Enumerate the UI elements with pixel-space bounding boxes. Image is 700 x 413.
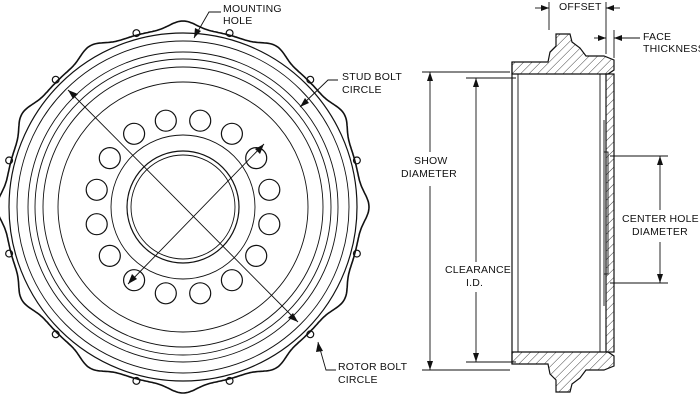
center-hole-label-2: DIAMETER	[632, 226, 688, 238]
mounting-hole-leader	[193, 11, 221, 39]
bolt-hole	[85, 178, 108, 201]
top-section-wall	[511, 33, 615, 75]
stud-bolt-leader	[299, 79, 338, 108]
arrowhead	[606, 5, 614, 11]
stud-bolt-label-2: CIRCLE	[342, 84, 382, 96]
arrowhead	[614, 35, 622, 41]
drum-side-section: OFFSET FACE THICKNESS SHOW DIAMETER CLEA…	[401, 1, 700, 393]
drum-face-plate	[605, 73, 615, 353]
stud-bolt-diameter-line	[127, 143, 265, 285]
show-diameter-label-2: DIAMETER	[401, 168, 457, 180]
center-hole-inner	[130, 154, 236, 260]
mounting-hole	[132, 29, 141, 38]
arrowhead	[657, 156, 663, 165]
arrowhead	[255, 144, 264, 154]
arrowhead	[473, 78, 479, 87]
rim-ring-4	[34, 58, 332, 356]
mounting-hole-label-1: MOUNTING	[223, 3, 282, 15]
bolt-hole	[154, 282, 177, 305]
arrowhead	[473, 353, 479, 362]
rotor-bolt-diameter-line	[67, 89, 299, 323]
center-hole-label-1: CENTER HOLE	[622, 213, 699, 225]
bolt-hole	[123, 269, 146, 292]
rotor-bolt-leader	[317, 341, 336, 371]
mounting-hole	[306, 330, 315, 339]
arrowhead	[128, 274, 137, 284]
bolt-hole	[245, 147, 268, 170]
outer-rim-ring	[8, 32, 358, 382]
mounting-hole	[352, 249, 361, 258]
mounting-hole	[5, 249, 14, 258]
rim-ring-2	[16, 40, 350, 374]
clearance-label-2: I.D.	[466, 277, 483, 289]
mounting-hole	[225, 376, 234, 385]
bolt-hole	[258, 213, 281, 236]
bolt-hole	[98, 147, 121, 170]
mounting-hole	[225, 29, 234, 38]
center-hole-recess	[603, 151, 609, 275]
stud-bolt-circle-line	[110, 134, 256, 280]
arrowhead	[427, 72, 433, 81]
bolt-hole	[154, 109, 177, 132]
face-thickness-label-1: FACE	[643, 31, 671, 43]
mounting-hole	[352, 156, 361, 165]
rotor-bolt-holes	[85, 109, 281, 305]
face-thickness-label-2: THICKNESS	[643, 43, 700, 55]
bolt-hole	[189, 282, 212, 305]
center-hole	[126, 150, 240, 264]
arrowhead	[288, 313, 298, 322]
rotor-bolt-circle-line	[57, 81, 309, 333]
mounting-hole-label-2: HOLE	[223, 15, 252, 27]
arrowhead	[316, 342, 323, 352]
clearance-label-1: CLEARANCE	[445, 264, 511, 276]
mounting-hole	[51, 75, 60, 84]
arrowhead	[657, 274, 663, 283]
bolt-hole	[98, 244, 121, 267]
arrowhead	[598, 35, 606, 41]
offset-label: OFFSET	[559, 1, 602, 13]
bolt-hole	[258, 178, 281, 201]
bolt-hole	[245, 244, 268, 267]
rim-ring-3	[27, 51, 339, 363]
mounting-hole	[306, 75, 315, 84]
mounting-holes	[5, 29, 361, 385]
drum-front-view: MOUNTING HOLE STUD BOLT CIRCLE ROTOR BOL…	[0, 3, 408, 394]
outer-scalloped-edge	[0, 20, 370, 394]
bolt-hole	[85, 213, 108, 236]
bolt-hole	[220, 269, 243, 292]
mounting-hole	[51, 330, 60, 339]
mounting-hole	[132, 376, 141, 385]
arrowhead	[300, 98, 309, 107]
rim-ring-5	[42, 66, 324, 348]
bolt-hole	[123, 122, 146, 145]
bolt-hole	[220, 122, 243, 145]
bottom-section-wall	[511, 351, 615, 393]
arrowhead	[194, 28, 201, 38]
arrowhead	[427, 361, 433, 370]
rotor-bolt-label-1: ROTOR BOLT	[338, 361, 408, 373]
bolt-hole	[189, 109, 212, 132]
mounting-hole	[5, 156, 14, 165]
show-diameter-label-1: SHOW	[414, 155, 447, 167]
arrowhead	[541, 5, 549, 11]
rotor-bolt-label-2: CIRCLE	[338, 374, 378, 386]
stud-bolt-label-1: STUD BOLT	[342, 71, 402, 83]
arrowhead	[68, 90, 78, 99]
